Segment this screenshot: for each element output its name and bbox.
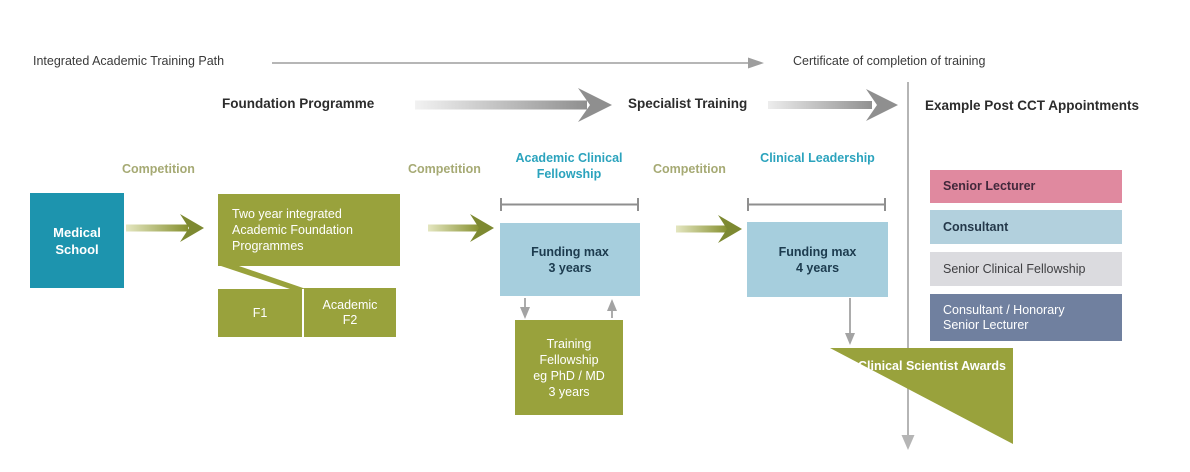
funding-3-years-box: Funding max 3 years [500,223,640,296]
foundation-programmes-line3: Programmes [232,239,304,253]
clinical-scientist-triangle [830,348,1013,444]
appointment-label: Senior Clinical Fellowship [943,261,1086,276]
funding4-drop-arrow [845,298,855,345]
clinical-leadership-heading: Clinical Leadership [740,150,895,166]
integrated-path-arrow [272,57,764,69]
funding-4-line2: 4 years [795,260,840,275]
appointment-label: Senior Lecturer [943,179,1036,193]
foundation-programme-label: Foundation Programme [222,96,375,111]
clinical-scientist-awards-label: Clinical Scientist Awards [858,358,1006,374]
appointment-senior-clinical-fellowship: Senior Clinical Fellowship [930,252,1122,286]
academic-f2-line1: Academic [322,297,378,312]
acf-heading: Academic Clinical Fellowship [490,150,648,182]
cl-bracket [747,198,886,211]
clinical-scientist-line2: Awards [961,359,1006,373]
clinical-scientist-line1: Clinical Scientist [858,359,959,373]
appointment-label: Consultant / Honorary Senior Lecturer [943,302,1065,332]
competition-label-2: Competition [408,162,481,176]
funding-3-line1: Funding max [531,244,609,259]
post-cct-appointments-label: Example Post CCT Appointments [925,98,1140,113]
foundation-programmes-line1: Two year integrated [232,207,342,221]
competition-arrow-3 [676,215,742,243]
foundation-box-tail [218,265,306,289]
timeline-divider-arrow [901,82,915,450]
academic-f2-box: Academic F2 [304,288,396,337]
specialist-training-label: Specialist Training [628,96,748,111]
appointment-senior-lecturer: Senior Lecturer [930,170,1122,203]
funding-to-training-down-arrow [520,298,530,319]
training-fellowship-line4: 3 years [548,384,590,399]
funding-4-years-box: Funding max 4 years [747,222,888,297]
medical-school-line1: Medical [53,224,101,240]
training-fellowship-line1: Training [546,336,592,351]
acf-bracket [500,198,639,211]
clinical-leadership-line2: Leadership [808,151,875,165]
appointment-label: Consultant [943,219,1009,234]
certificate-label: Certificate of completion of training [793,54,986,68]
competition-arrow-2 [428,214,494,242]
acf-heading-line1: Academic Clinical [515,151,623,165]
foundation-programmes-box: Two year integrated Academic Foundation … [218,194,400,266]
acf-heading-line2: Fellowship [536,167,602,181]
appointment-consultant: Consultant [930,210,1122,244]
academic-f2-line2: F2 [342,312,358,327]
training-to-funding-up-arrow [607,299,617,318]
medical-school-box: Medical School [30,193,124,288]
foundation-arrow [415,88,612,122]
integrated-path-label: Integrated Academic Training Path [33,54,225,68]
specialist-arrow [768,89,898,121]
training-fellowship-line3: eg PhD / MD [533,368,605,383]
f1-box: F1 [218,289,302,337]
medical-school-line2: School [55,241,99,257]
competition-arrow-1 [126,214,204,242]
training-fellowship-box: Training Fellowship eg PhD / MD 3 years [515,320,623,415]
competition-label-3: Competition [653,162,726,176]
funding-3-line2: 3 years [548,260,592,275]
clinical-leadership-line1: Clinical [760,151,805,165]
f1-label: F1 [252,306,268,320]
training-fellowship-line2: Fellowship [539,352,599,367]
appointment-consultant-honorary-senior-lecturer: Consultant / Honorary Senior Lecturer [930,294,1122,341]
funding-4-line1: Funding max [778,244,857,259]
competition-label-1: Competition [122,162,195,176]
foundation-programmes-line2: Academic Foundation [232,223,353,237]
